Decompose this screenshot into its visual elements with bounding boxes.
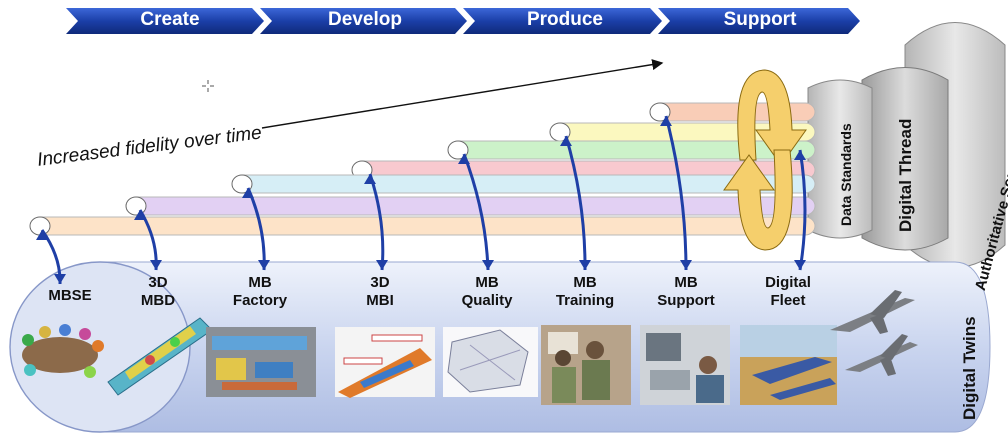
support-image <box>640 325 730 405</box>
mbi-image <box>335 327 435 398</box>
connector-arrowhead <box>258 260 270 270</box>
connector-arrowhead <box>134 210 146 220</box>
stage-images <box>22 290 918 405</box>
connector-arrowhead <box>560 136 572 146</box>
connector-arrowhead <box>376 260 388 270</box>
cursor-crosshair-icon <box>202 80 214 92</box>
phase-create-label: Create <box>140 9 200 30</box>
fidelity-tube <box>39 216 816 236</box>
authority-stack <box>807 22 1006 268</box>
connector-arrow <box>564 135 587 271</box>
stage-label-mbse: MBSE <box>48 287 92 304</box>
phase-chevrons <box>66 8 860 34</box>
connector-arrowhead <box>794 150 806 160</box>
jets-image <box>830 290 918 376</box>
data-standards-cylinder <box>807 79 873 239</box>
phase-chevron-support <box>658 8 860 34</box>
digital-thread-cylinder <box>861 67 949 251</box>
fidelity-tubes <box>29 102 816 236</box>
connector-arrowhead <box>242 188 254 198</box>
connector-arrowhead <box>150 260 162 270</box>
connector-arrowhead <box>458 154 470 164</box>
fidelity-tube <box>457 140 816 160</box>
phase-produce-label: Produce <box>526 9 604 30</box>
digital-thread-label: Digital Thread <box>896 118 915 232</box>
tube-connectors <box>36 115 807 285</box>
connector-arrowhead <box>660 116 672 126</box>
connector-arrow <box>462 153 490 271</box>
cycle-arrow-bottom <box>723 149 793 251</box>
connector-arrowhead <box>364 174 376 184</box>
cycle-arrows <box>723 69 807 251</box>
connector-arrowhead <box>579 260 591 270</box>
digital-twins-label: Digital Twins <box>960 316 979 420</box>
phase-develop-label: Develop <box>328 9 402 30</box>
training-image <box>541 325 631 405</box>
data-standards-label: Data Standards <box>838 123 854 226</box>
phase-chevron-develop <box>260 8 467 34</box>
quality-image <box>443 327 538 397</box>
cycle-arrow-top <box>737 69 807 166</box>
connector-arrow <box>798 149 807 271</box>
mbd-image <box>107 317 213 396</box>
connector-arrowhead <box>54 274 66 284</box>
connector-arrowhead <box>36 230 48 240</box>
phase-chevron-produce <box>463 8 662 34</box>
phase-chevron-create <box>66 8 264 34</box>
fidelity-tube <box>135 196 816 216</box>
mbse-image <box>22 324 104 378</box>
fidelity-arrow <box>261 59 664 129</box>
phase-support-label: Support <box>723 9 797 30</box>
connector-arrowhead <box>482 260 494 270</box>
fidelity-tube-cap <box>29 216 51 236</box>
connector-arrow <box>664 115 688 271</box>
connector-arrowhead <box>680 260 692 270</box>
connector-arrowhead <box>794 260 806 270</box>
fleet-image <box>740 325 837 405</box>
factory-image <box>206 327 316 397</box>
